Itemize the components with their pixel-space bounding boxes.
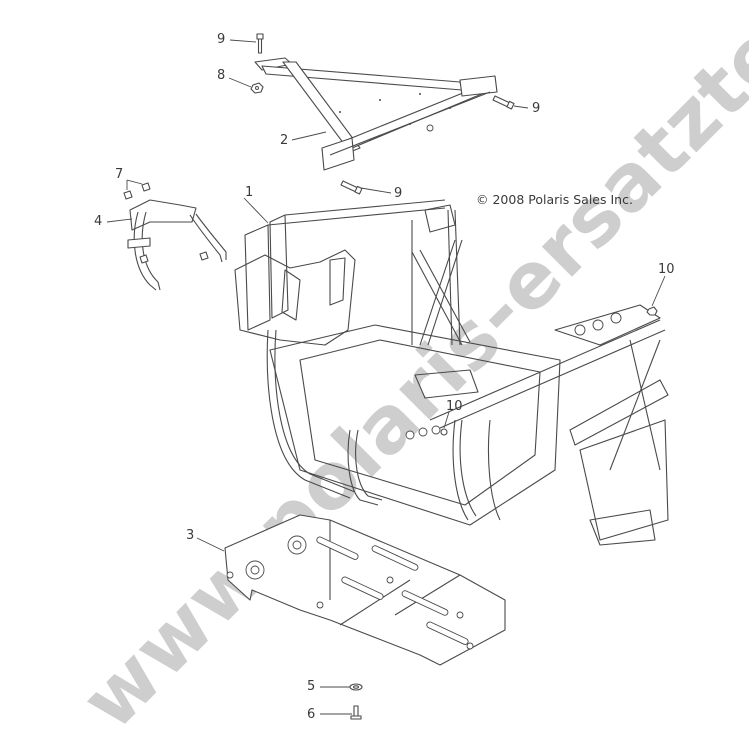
callout-10-center: 10	[446, 399, 463, 414]
callout-9-bottom: 9	[394, 186, 403, 201]
callout-9-right: 9	[532, 101, 541, 116]
front-brace-part-2	[254, 57, 498, 171]
callout-4: 4	[94, 214, 103, 229]
skid-plate-part-3	[224, 514, 506, 666]
bolt-right-part-9	[492, 95, 515, 110]
nut-center-part-10	[440, 428, 448, 436]
callout-9-top: 9	[217, 32, 226, 47]
leader-lines	[106, 39, 666, 715]
bolt-top-part-9	[256, 33, 264, 54]
callout-2: 2	[280, 133, 289, 148]
nut-rear-part-10	[646, 306, 658, 316]
callout-8: 8	[217, 68, 226, 83]
callout-1: 1	[245, 185, 254, 200]
callout-10-rear: 10	[658, 262, 675, 277]
copyright-notice: © 2008 Polaris Sales Inc.	[476, 192, 633, 207]
washer-part-5	[349, 683, 363, 691]
callout-5: 5	[307, 679, 316, 694]
screw-part-6	[350, 705, 362, 720]
screws-part-7	[123, 182, 209, 264]
front-bracket-part-4	[127, 199, 227, 291]
callout-3: 3	[186, 528, 195, 543]
callout-7: 7	[115, 167, 124, 182]
nut-part-8	[250, 82, 264, 94]
main-frame-part-1	[234, 199, 669, 546]
bolt-bottom-part-9	[340, 180, 363, 195]
callout-6: 6	[307, 707, 316, 722]
